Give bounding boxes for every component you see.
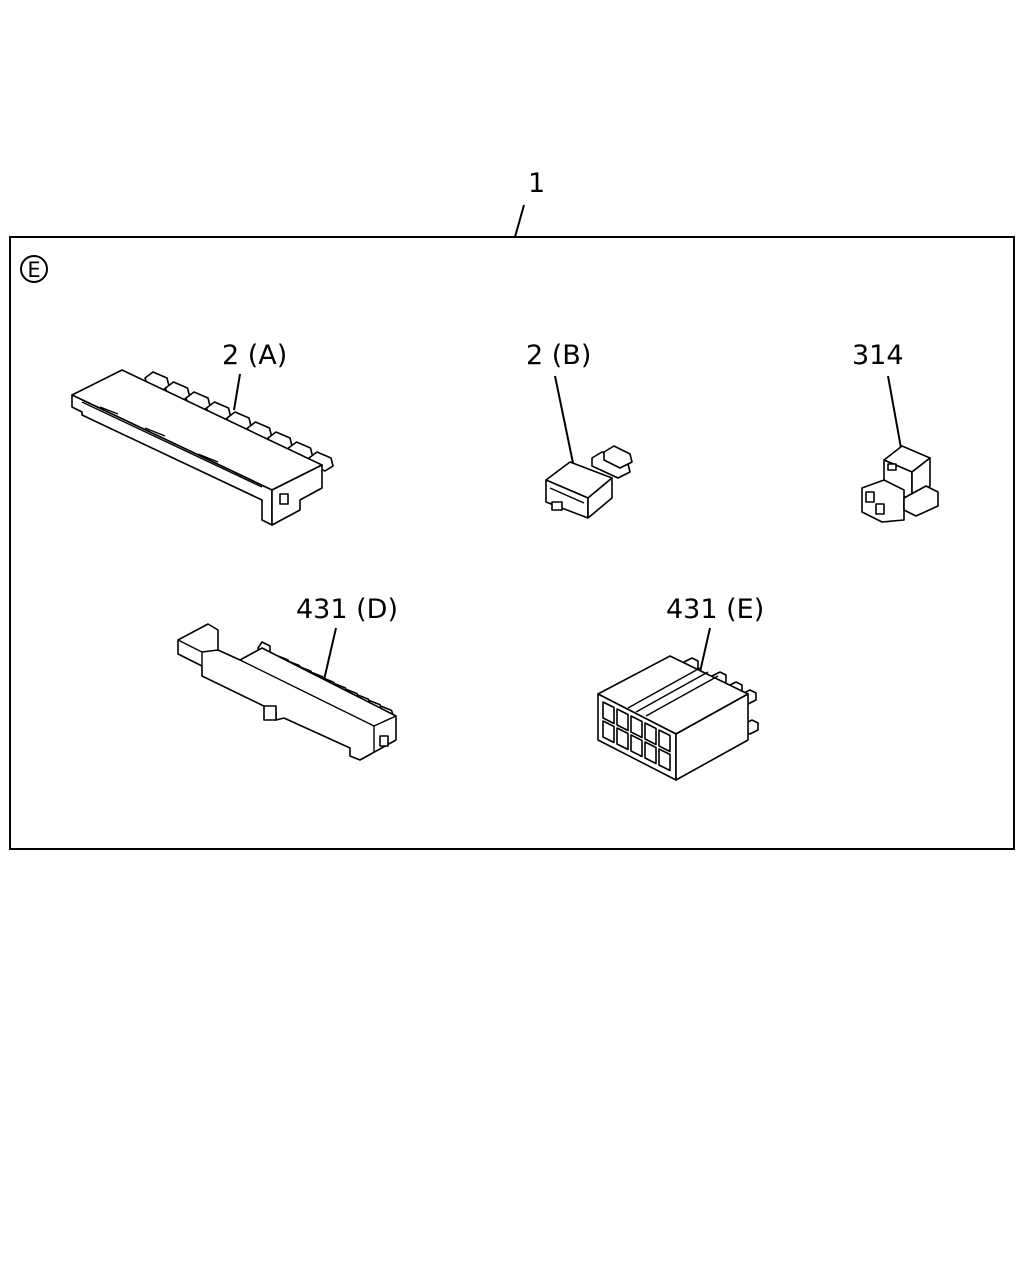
- connector-431d: 431 (D): [177, 594, 398, 761]
- connector-2a-slot: [144, 427, 166, 437]
- connector-2a-slot: [99, 406, 119, 415]
- connector-431e: 431 (E): [597, 594, 764, 781]
- connector-2a: 2 (A): [71, 340, 334, 526]
- connector-2a-rib: [81, 401, 263, 488]
- connector-314-tab: [903, 485, 939, 517]
- callout-314-label: 314: [852, 340, 904, 371]
- connector-431e-cavity: [630, 715, 643, 739]
- section-marker-circle: [20, 255, 48, 283]
- connector-431d-clip: [263, 705, 277, 721]
- connector-2b-pin: [603, 445, 633, 469]
- connector-2b: 2 (B): [526, 340, 633, 519]
- connector-2b-foot: [551, 501, 563, 511]
- connector-431e-rib: [645, 675, 719, 717]
- callout-2a-leader: [233, 373, 241, 411]
- connector-431e-cavity: [616, 727, 629, 751]
- connector-431e-cavity: [602, 720, 615, 744]
- connector-314: 314: [852, 340, 939, 523]
- connector-431e-cavity: [658, 729, 671, 753]
- connector-431e-rib: [635, 671, 709, 713]
- connector-2a-slot: [197, 453, 219, 463]
- connector-314-base: [861, 479, 905, 523]
- callout-2a-label: 2 (A): [222, 340, 287, 371]
- connector-431e-cavity: [658, 748, 671, 772]
- connector-431d-body: [177, 623, 397, 761]
- assembly-leader-line: [514, 204, 525, 238]
- connector-2b-pin: [591, 451, 631, 479]
- connector-431e-cavity: [644, 741, 657, 765]
- callout-431e-leader: [699, 627, 711, 673]
- callout-314-leader: [887, 375, 902, 449]
- assembly-callout-label: 1: [528, 168, 545, 199]
- callout-431d-leader: [323, 627, 337, 681]
- connector-431e-side-face: [675, 693, 749, 781]
- callout-431e-label: 431 (E): [666, 594, 764, 625]
- connector-431e-cavity: [644, 722, 657, 746]
- connector-431d-latch: [379, 735, 389, 747]
- connector-2b-side-face: [587, 477, 613, 519]
- connector-2a-end-face: [271, 464, 323, 526]
- connector-314-clip: [875, 503, 885, 515]
- assembly-frame: [9, 236, 1015, 850]
- connector-431d-edge: [201, 649, 219, 653]
- connector-2b-rib: [549, 487, 585, 504]
- connector-2a-latch: [279, 493, 289, 505]
- callout-2b-leader: [554, 375, 574, 464]
- connector-431e-cavity: [616, 708, 629, 732]
- callout-431d-label: 431 (D): [296, 594, 398, 625]
- connector-431e-cavity: [630, 734, 643, 758]
- connector-314-window: [887, 463, 897, 471]
- connector-431e-rib: [627, 667, 701, 709]
- section-marker-letter: E: [27, 258, 40, 282]
- connector-2a-top-face: [71, 369, 323, 491]
- section-marker: E: [20, 255, 48, 283]
- connector-431e-cavities: [602, 701, 671, 772]
- callout-2b-label: 2 (B): [526, 340, 591, 371]
- connector-431e-cavity: [602, 701, 615, 725]
- connector-314-clip: [865, 491, 875, 503]
